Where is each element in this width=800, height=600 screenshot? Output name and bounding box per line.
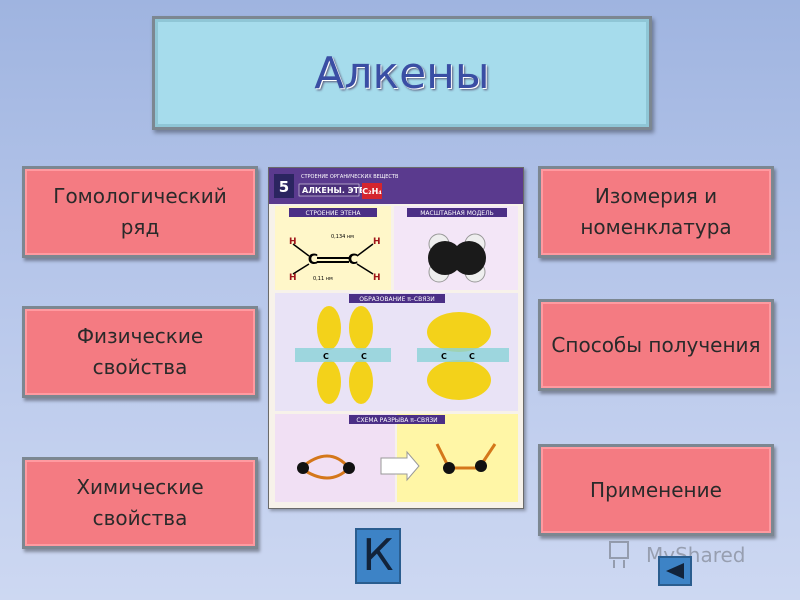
back-arrow-icon: [666, 563, 684, 579]
homolog-series-button[interactable]: Гомологический ряд: [22, 166, 258, 258]
poster-header: СТРОЕНИЕ ОРГАНИЧЕСКИХ ВЕЩЕСТВ: [301, 174, 399, 180]
atom-c: C: [441, 352, 447, 361]
section-structure-label: СТРОЕНИЕ ЭТЕНА: [306, 210, 362, 217]
section-pi-break-label: СХЕМА РАЗРЫВА π–СВЯЗИ: [356, 417, 437, 424]
chemical-properties-button[interactable]: Химические свойства: [22, 457, 258, 549]
bond-length-cc: 0,134 нм: [331, 234, 354, 240]
poster-number: 5: [279, 178, 289, 196]
section-scale-model-label: МАСШТАБНАЯ МОДЕЛЬ: [420, 210, 493, 217]
back-button[interactable]: [658, 556, 692, 586]
atom-h: H: [373, 237, 381, 247]
atom-c-left: C: [308, 252, 318, 268]
atom-c-right: C: [348, 252, 358, 268]
ethene-structure-poster: 5 СТРОЕНИЕ ОРГАНИЧЕСКИХ ВЕЩЕСТВ АЛКЕНЫ. …: [268, 167, 524, 509]
title-banner: Алкены: [152, 16, 652, 130]
poster-subtitle: АЛКЕНЫ. ЭТЕН: [302, 186, 371, 195]
preparation-methods-button[interactable]: Способы получения: [538, 299, 774, 391]
application-button[interactable]: Применение: [538, 444, 774, 536]
physical-properties-button[interactable]: Физические свойства: [22, 306, 258, 398]
atom-c: C: [469, 352, 475, 361]
atom-h: H: [373, 273, 381, 283]
page-title: Алкены: [314, 47, 490, 99]
atom-h: H: [289, 237, 297, 247]
atom-c: C: [323, 352, 329, 361]
bond-length-ch: 0,11 нм: [313, 276, 333, 282]
atom-h: H: [289, 273, 297, 283]
section-pi-bond-label: ОБРАЗОВАНИЕ π–СВЯЗИ: [359, 296, 434, 303]
contents-k-button[interactable]: К: [355, 528, 401, 584]
atom-c: C: [361, 352, 367, 361]
isomerism-nomenclature-button[interactable]: Изомерия и номенклатура: [538, 166, 774, 258]
poster-formula: C₂H₄: [362, 187, 382, 196]
